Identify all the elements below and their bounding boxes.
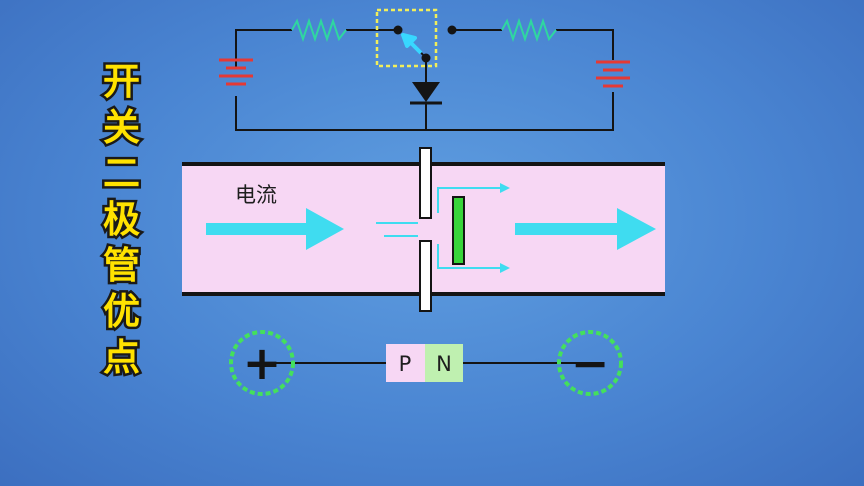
p-label: P bbox=[399, 352, 412, 376]
negative-sign: − bbox=[571, 336, 610, 390]
vertical-title: 开 关 二 极 管 优 点 bbox=[101, 58, 143, 382]
title-char-7: 点 bbox=[103, 336, 140, 379]
diode-icon bbox=[410, 82, 442, 105]
circuit-schematic bbox=[219, 8, 630, 131]
n-plate bbox=[452, 196, 465, 265]
resistor-icon bbox=[501, 17, 557, 43]
switch-highlight-box bbox=[375, 8, 438, 68]
arrow-icon bbox=[515, 208, 656, 250]
positive-sign: + bbox=[243, 336, 282, 390]
arrow-icon bbox=[206, 208, 344, 250]
title-char-5: 管 bbox=[103, 244, 140, 287]
negative-terminal bbox=[557, 330, 623, 396]
circuit-wire-right bbox=[426, 29, 614, 131]
title-char-6: 优 bbox=[103, 290, 140, 333]
title-char-2: 关 bbox=[103, 106, 140, 149]
resistor-icon bbox=[291, 17, 347, 43]
pn-junction: + − P N bbox=[229, 330, 623, 396]
thin-flow-lines bbox=[376, 187, 500, 269]
positive-terminal bbox=[229, 330, 295, 396]
battery-icon bbox=[596, 60, 630, 88]
p-region bbox=[386, 344, 425, 382]
title-char-1: 开 bbox=[103, 60, 140, 103]
lower-gate-plate bbox=[419, 240, 432, 312]
n-label: N bbox=[436, 352, 452, 376]
arrow-icon bbox=[401, 33, 423, 55]
upper-gate-plate bbox=[419, 147, 432, 219]
arrow-icon bbox=[500, 263, 510, 273]
title-char-3: 二 bbox=[103, 152, 140, 195]
circuit-wire-left bbox=[235, 29, 426, 131]
arrow-icon bbox=[500, 183, 510, 193]
switch-icon bbox=[393, 25, 457, 63]
title-char-4: 极 bbox=[103, 198, 140, 241]
current-label: 电流 bbox=[235, 183, 277, 207]
battery-icon bbox=[219, 58, 253, 86]
n-region bbox=[425, 344, 463, 382]
